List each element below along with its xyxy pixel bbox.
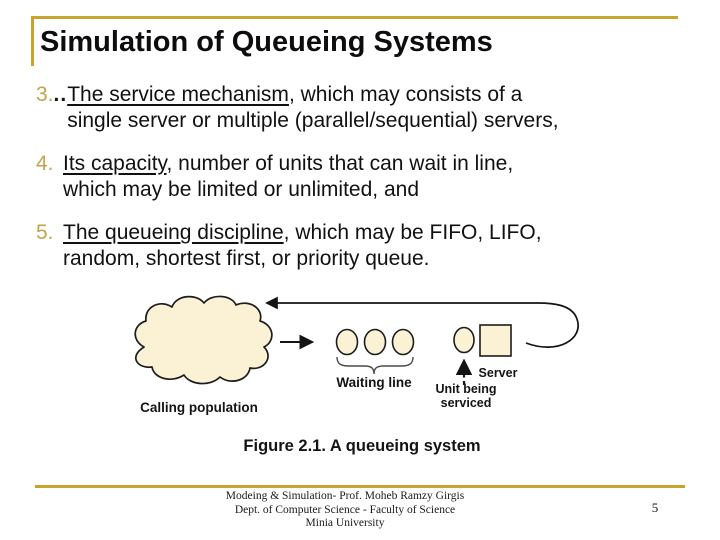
list-item-text: Its capacity, number of units that can w… — [63, 152, 514, 201]
top-border-line — [31, 16, 678, 19]
waiting-line-label: Waiting line — [336, 375, 412, 390]
footer-credits: Modeing & Simulation- Prof. Moheb Ramzy … — [20, 490, 670, 531]
calling-population-label: Calling population — [140, 400, 258, 415]
queueing-diagram: Calling population Waiting line Unit bei… — [134, 295, 579, 415]
list-number: 5. — [36, 221, 54, 244]
unit-being-serviced-label: Unit being — [435, 382, 496, 396]
footer-line-1: Modeing & Simulation- Prof. Moheb Ramzy … — [225, 490, 465, 502]
footer-line-2: Dept. of Computer Science - Faculty of S… — [234, 503, 456, 516]
waiting-unit-ellipse — [391, 328, 415, 356]
page-number: 5 — [651, 500, 659, 515]
list-item-text: The queueing discipline, which may be FI… — [63, 221, 542, 270]
list-item-3: 3... The service mechanism, which may co… — [36, 82, 704, 134]
footer-line-3: Minia University — [305, 517, 385, 529]
list-number: 3... — [36, 83, 68, 106]
queueing-system-figure: Calling population Waiting line Unit bei… — [110, 285, 590, 433]
calling-population-cloud — [134, 295, 273, 385]
list-item-text: The service mechanism, which may consist… — [67, 83, 559, 132]
underlined-term: Its capacity — [63, 152, 167, 175]
list-item-5: 5. The queueing discipline, which may be… — [36, 220, 704, 272]
numbered-list: 3... The service mechanism, which may co… — [36, 82, 704, 289]
left-border-line — [31, 16, 34, 66]
list-item-4: 4. Its capacity, number of units that ca… — [36, 151, 704, 203]
waiting-unit-ellipse — [335, 328, 359, 356]
server-label: Server — [479, 366, 518, 380]
underlined-term: The queueing discipline — [63, 221, 284, 244]
return-arrow — [265, 296, 579, 348]
unit-being-serviced-ellipse — [453, 326, 475, 354]
footer-divider-line — [35, 485, 685, 488]
figure-caption: Figure 2.1. A queueing system — [243, 437, 481, 455]
unit-being-serviced-label: serviced — [441, 396, 492, 410]
bullet-dots: .. — [53, 83, 68, 106]
slide-title: Simulation of Queueing Systems — [40, 26, 493, 58]
underlined-term: The service mechanism — [67, 83, 289, 106]
list-number: 4. — [36, 152, 54, 175]
server-square — [479, 324, 512, 357]
waiting-unit-ellipse — [363, 328, 387, 356]
waiting-line-brace — [336, 356, 414, 375]
